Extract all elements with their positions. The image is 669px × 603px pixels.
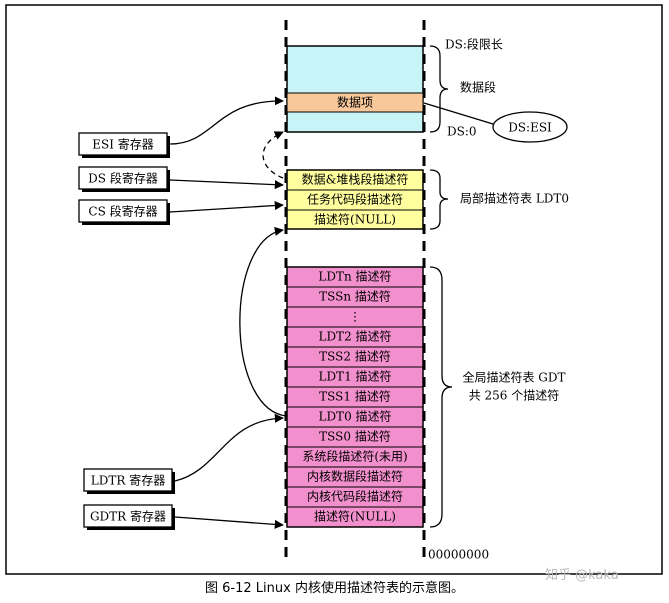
gdt-row: TSSn 描述符 bbox=[319, 289, 391, 304]
ldt-name: 局部描述符表 LDT0 bbox=[460, 191, 569, 206]
cs-to-ldt-arrow bbox=[169, 200, 284, 213]
ds-limit-label: DS:段限长 bbox=[445, 37, 503, 52]
gdt-row: TSS1 描述符 bbox=[319, 389, 391, 404]
gdt-row: 系统段描述符(未用) bbox=[302, 449, 407, 464]
gdtr-to-gdt-arrow bbox=[174, 516, 284, 529]
ds-to-ldt-arrow bbox=[169, 179, 284, 190]
ds-esi-pointer-line bbox=[423, 102, 494, 125]
gdt-row: LDT2 描述符 bbox=[318, 329, 391, 344]
gdt-row: LDTn 描述符 bbox=[318, 269, 391, 284]
cs-register-label: CS 段寄存器 bbox=[88, 204, 157, 219]
esi-register-label: ESI 寄存器 bbox=[92, 137, 154, 152]
data-segment-name: 数据段 bbox=[460, 80, 496, 95]
cs-register: CS 段寄存器 bbox=[78, 199, 170, 225]
data-item-row bbox=[286, 92, 424, 113]
gdt-row: 内核代码段描述符 bbox=[307, 489, 403, 504]
ldt-to-data-segment-dashed-arrow bbox=[262, 131, 284, 179]
gdtr-register: GDTR 寄存器 bbox=[83, 504, 175, 530]
figure-frame bbox=[5, 4, 663, 575]
ldtr-to-ldt0-arrow bbox=[174, 413, 284, 482]
ldtr-register-label: LDTR 寄存器 bbox=[91, 473, 165, 488]
gdt-brace bbox=[429, 266, 453, 528]
gdt-row: ⋮ bbox=[349, 310, 361, 324]
figure-caption: 图 6-12 Linux 内核使用描述符表的示意图。 bbox=[205, 581, 464, 596]
ds-esi-ellipse bbox=[492, 111, 568, 143]
gdt-base-address: 00000000 bbox=[428, 548, 489, 562]
gdt-count: 共 256 个描述符 bbox=[469, 388, 560, 403]
ldtr-register: LDTR 寄存器 bbox=[83, 468, 175, 494]
gdtr-register-label: GDTR 寄存器 bbox=[90, 509, 166, 524]
gdt-row: TSS0 描述符 bbox=[319, 429, 391, 444]
ldt-block bbox=[286, 169, 424, 230]
ldt-brace bbox=[429, 169, 449, 230]
data-segment-block bbox=[286, 45, 424, 133]
esi-register: ESI 寄存器 bbox=[78, 132, 170, 158]
gdt-row: LDT0 描述符 bbox=[318, 409, 391, 424]
ldt-row: 描述符(NULL) bbox=[314, 212, 396, 227]
gdt-row: TSS2 描述符 bbox=[319, 349, 391, 364]
gdt-row: 内核数据段描述符 bbox=[307, 469, 403, 484]
ds-esi-label: DS:ESI bbox=[508, 121, 552, 135]
data-segment-brace bbox=[429, 45, 449, 133]
watermark: 知乎 @kaka bbox=[545, 568, 619, 583]
ds-register-label: DS 段寄存器 bbox=[88, 171, 158, 186]
gdt-row: 描述符(NULL) bbox=[314, 509, 396, 524]
ds-base-label: DS:0 bbox=[447, 125, 477, 139]
ldt-row: 数据&堆栈段描述符 bbox=[302, 172, 409, 187]
gdt-block bbox=[286, 266, 424, 528]
gdt-row: LDT1 描述符 bbox=[318, 369, 391, 384]
data-item-label: 数据项 bbox=[337, 95, 373, 110]
ldt-row: 任务代码段描述符 bbox=[307, 192, 403, 207]
ldt0-to-ldt-arrow bbox=[239, 226, 287, 417]
esi-to-data-item-arrow bbox=[169, 96, 284, 145]
gdt-name: 全局描述符表 GDT bbox=[462, 370, 565, 385]
ds-register: DS 段寄存器 bbox=[78, 166, 170, 192]
